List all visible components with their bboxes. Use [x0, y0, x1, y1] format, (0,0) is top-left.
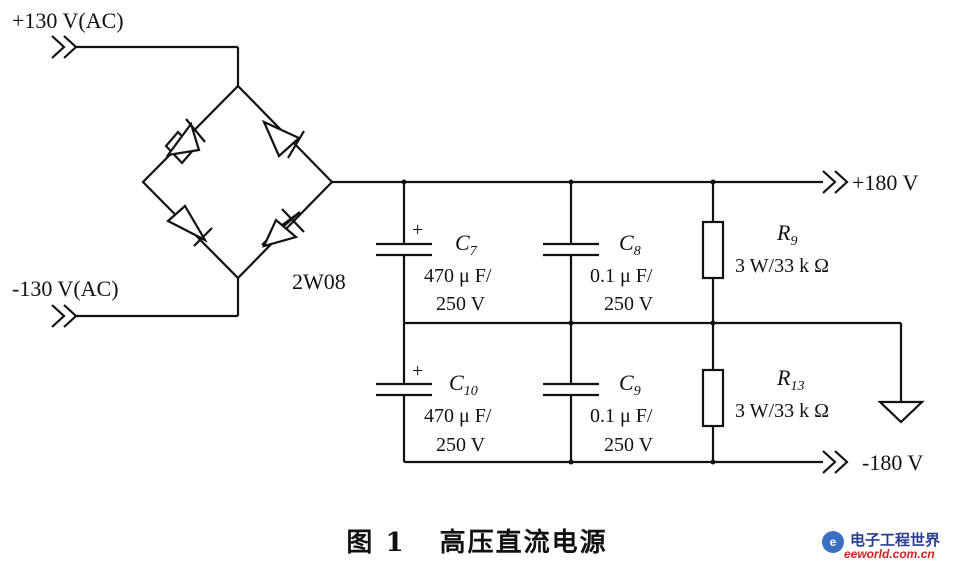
diode-upper-right [261, 119, 305, 159]
capacitor-c9 [543, 323, 599, 462]
c7-voltage: 250 V [436, 293, 486, 315]
c7-value: 470 μ F/ [424, 265, 492, 287]
c10-plus-sign: + [412, 360, 423, 382]
logo-text-cn: 电子工程世界 [850, 532, 941, 549]
r9-designator: R9 [776, 220, 797, 249]
diode-lower-left [166, 204, 213, 247]
c10-value: 470 μ F/ [424, 405, 492, 427]
junction-dot [710, 459, 716, 465]
diode-upper-left [164, 118, 206, 165]
r13-designator: R13 [776, 365, 804, 394]
out-neg-terminal [822, 450, 849, 474]
ac-pos-label: +130 V(AC) [12, 8, 124, 33]
r13-value: 3 W/33 k Ω [735, 400, 829, 422]
out-pos-label: +180 V [852, 170, 919, 195]
c10-voltage: 250 V [436, 434, 486, 456]
bridge-rectifier [141, 84, 334, 280]
capacitor-c8 [543, 182, 599, 323]
resistor-r9 [701, 182, 725, 323]
out-neg-label: -180 V [862, 450, 923, 475]
figure-number: 图 1 [346, 528, 406, 558]
c10-designator: C10 [449, 370, 478, 399]
ac-neg-terminal [51, 304, 238, 328]
r9-value: 3 W/33 k Ω [735, 255, 829, 277]
junction-dot [710, 320, 716, 326]
c8-voltage: 250 V [604, 293, 654, 315]
c7-designator: C7 [455, 230, 478, 259]
logo-icon: e [822, 531, 844, 553]
ac-pos-terminal [51, 35, 238, 59]
figure-title: 高压直流电源 [439, 528, 608, 558]
capacitor-c10 [376, 323, 432, 462]
resistor-r13 [701, 323, 725, 462]
ground-symbol [877, 400, 925, 424]
c9-designator: C9 [619, 370, 641, 399]
ac-neg-label: -130 V(AC) [12, 276, 119, 301]
junction-dot [710, 179, 716, 185]
junction-dot [568, 459, 574, 465]
c9-voltage: 250 V [604, 434, 654, 456]
c8-designator: C8 [619, 230, 641, 259]
c8-value: 0.1 μ F/ [590, 265, 653, 287]
figure-caption: 图 1 高压直流电源 [0, 522, 954, 559]
c7-plus-sign: + [412, 219, 423, 241]
diode-lower-right [261, 208, 305, 248]
junction-dot [568, 320, 574, 326]
out-pos-terminal [822, 170, 849, 194]
capacitor-c7 [376, 182, 432, 323]
junction-dot [568, 179, 574, 185]
logo-text-url: eeworld.com.cn [844, 547, 935, 561]
watermark-logo: e 电子工程世界 eeworld.com.cn [820, 527, 940, 567]
bridge-label: 2W08 [292, 269, 346, 294]
c9-value: 0.1 μ F/ [590, 405, 653, 427]
junction-dot [401, 179, 407, 185]
